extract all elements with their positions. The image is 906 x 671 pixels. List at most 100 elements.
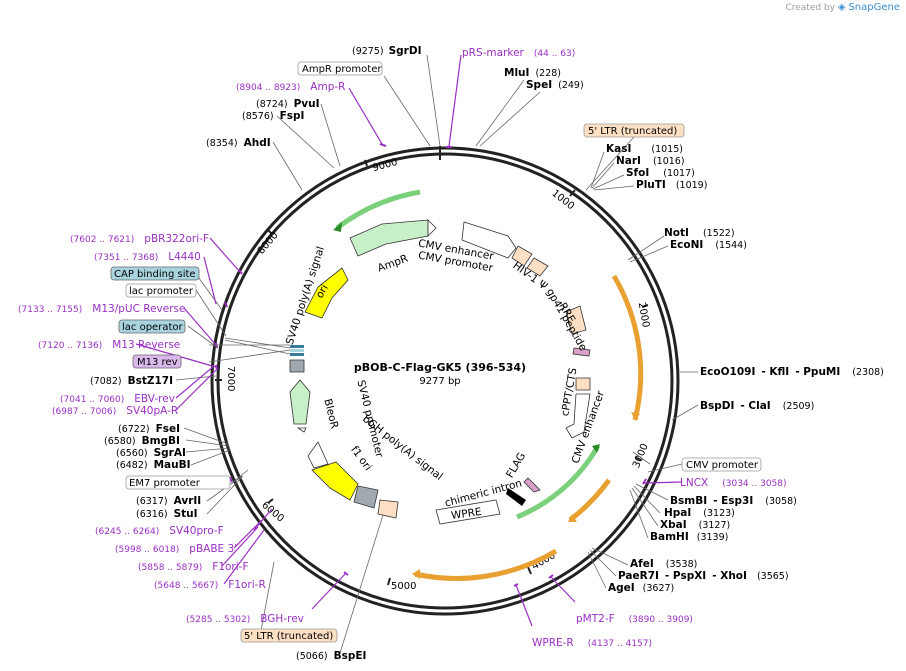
- cmv-enhancer2-feature: [565, 393, 591, 439]
- wpre-feature: [435, 499, 501, 525]
- tick-2000: 2000: [636, 301, 651, 328]
- svg-text:CAP binding site: CAP binding site: [114, 269, 196, 280]
- primer-sv40pa-r: (6987 .. 7006)SV40pA-R: [52, 405, 178, 417]
- tick-7000: 7000: [225, 366, 236, 391]
- gp41-feature: [572, 347, 591, 357]
- primer-m13-puc-reverse: (7133 .. 7155)M13/pUC Reverse: [18, 303, 185, 315]
- enzyme-bstz17i: (7082)BstZ17I: [90, 375, 173, 387]
- primer-ebv-rev: (7041 .. 7060)EBV-rev: [60, 393, 175, 405]
- label-flag: FLAG: [504, 451, 528, 481]
- enzyme-ecoo109i: EcoO109I- KflI- PpuMI(2308): [700, 366, 884, 378]
- enzyme-stui: (6316)StuI: [136, 508, 198, 520]
- enzyme-sgrai: (6560)SgrAI: [116, 447, 186, 459]
- backbone-outer-ring: [210, 146, 680, 616]
- cmv-enhancer-arc-head: [592, 444, 600, 453]
- ltr-inner-feature: [377, 499, 399, 519]
- enzyme-sfoi: SfoI(1017): [626, 167, 695, 179]
- enzyme-ahdi: (8354)AhdI: [206, 137, 271, 149]
- cmv-enhancer-feature: [461, 221, 517, 259]
- enzyme-fsei: (6722)FseI: [118, 423, 180, 435]
- em7-inner-feature: [296, 427, 307, 433]
- enzyme-pluti: PluTI(1019): [636, 179, 707, 191]
- label-ori: ori: [314, 283, 331, 301]
- enzyme-hpai: HpaI(3123): [664, 507, 735, 519]
- enzyme-mlui: MluI(228): [504, 67, 561, 79]
- enzyme-agei: AgeI(3627): [608, 582, 674, 594]
- svg-text:5' LTR (truncated): 5' LTR (truncated): [588, 126, 677, 137]
- ltr-arc-bottom: [414, 548, 558, 581]
- tick-8000: 8000: [256, 230, 281, 257]
- primer-leaders: [135, 54, 683, 627]
- enzyme-fspi: (8576)FspI: [242, 110, 304, 122]
- ampr-feature: [349, 219, 429, 257]
- ori-feature: [304, 267, 349, 319]
- tick-6000: 6000: [259, 500, 286, 525]
- hiv-psi-feature: [511, 245, 533, 267]
- ampr-promoter-feature: [427, 219, 437, 237]
- enzyme-afei: AfeI(3538): [630, 558, 697, 570]
- enzyme-xbai: XbaI(3127): [660, 519, 730, 531]
- f1-ori-feature: [311, 461, 359, 501]
- primer-bgh-rev: (5285 .. 5302)BGH-rev: [186, 613, 304, 625]
- box-ltr-top: 5' LTR (truncated): [583, 123, 685, 138]
- enzyme-bmgbi: (6580)BmgBI: [104, 435, 180, 447]
- enzyme-bspei: (5066)BspEI: [296, 650, 366, 662]
- sv40-promoter-feature: [307, 441, 329, 469]
- svg-text:lac operator: lac operator: [122, 322, 183, 333]
- plasmid-name: pBOB-C-Flag-GK5 (396-534): [354, 361, 526, 374]
- enzyme-spei: SpeI(249): [526, 79, 584, 91]
- leader-lines: [175, 54, 699, 654]
- primer-amp-r: (8904 .. 8923)Amp-R: [236, 81, 345, 93]
- f1-inner-gray: [353, 485, 379, 509]
- primer-wpre-r: WPRE-R(4137 .. 4157): [532, 637, 652, 649]
- enzyme-bsmbi: BsmBI- Esp3I(3058): [670, 495, 797, 507]
- snapgene-logo-icon: ◈: [837, 2, 846, 13]
- snapgene-credit: Created by ◈ SnapGene: [785, 2, 900, 13]
- hiv-psi-feature-2: [526, 257, 549, 277]
- enzyme-nari: NarI(1016): [616, 155, 685, 167]
- svg-text:lac promoter: lac promoter: [129, 286, 194, 297]
- plasmid-size: 9277 bp: [419, 376, 460, 387]
- enzyme-bamhi: BamHI(3139): [650, 531, 728, 543]
- box-cmv-promoter: CMV promoter: [681, 457, 762, 472]
- enzyme-sgrdi: (9275)SgrDI: [352, 45, 421, 57]
- ltr-arc-bottom-head: [412, 569, 420, 579]
- enzyme-maubi: (6482)MauBI: [116, 459, 191, 471]
- enzyme-noti: NotI(1522): [664, 227, 735, 239]
- primer-l4440: (7351 .. 7368)L4440: [94, 251, 201, 263]
- svg-text:M13 rev: M13 rev: [137, 357, 178, 368]
- flag-feature: [523, 477, 541, 493]
- box-ampr-promoter: AmpR promoter: [297, 61, 383, 76]
- svg-text:5' LTR (truncated): 5' LTR (truncated): [244, 631, 333, 642]
- wpre-arc-head: [568, 514, 577, 522]
- enzyme-avrii: (6317)AvrII: [136, 495, 201, 507]
- wpre-arc: [568, 478, 612, 522]
- primer-f1ori-f: (5858 .. 5879)F1ori-F: [138, 561, 249, 573]
- enzyme-bspdi: BspDI- ClaI(2509): [700, 400, 814, 412]
- box-lac-operator: lac operator: [118, 319, 186, 334]
- enzyme-paer7i: PaeR7I- PspXI- XhoI(3565): [618, 570, 789, 582]
- ampr-arc-head: [333, 222, 342, 232]
- enzyme-kasi: KasI(1015): [606, 143, 683, 155]
- svg-text:AmpR promoter: AmpR promoter: [302, 64, 382, 75]
- box-em7-promoter: EM7 promoter: [125, 475, 231, 490]
- label-ampr: AmpR: [376, 253, 410, 275]
- primer-lncx: LNCX(3034 .. 3058): [680, 477, 787, 489]
- ltr-arc-right: [611, 274, 644, 421]
- cmv-enhancer-arc: [516, 444, 601, 520]
- tick-5000: 5000: [391, 581, 416, 592]
- enzyme-pvui: (8724)PvuI: [256, 98, 320, 110]
- ampr-arc: [335, 189, 421, 230]
- tick-3000: 3000: [631, 442, 651, 470]
- ltr-arc-right-head: [631, 412, 640, 420]
- label-f1ori: f1 ori: [348, 444, 374, 473]
- box-m13-rev: M13 rev: [132, 354, 182, 369]
- lac-cap-inner-marks: [290, 345, 304, 356]
- box-cap-binding-site: CAP binding site: [110, 266, 200, 281]
- label-bleor: BleoR: [321, 398, 340, 430]
- chimeric-intron-feature: [506, 488, 526, 506]
- tick-marks: [215, 146, 649, 586]
- primer-pmt2-f: pMT2-F(3890 .. 3909): [576, 613, 693, 625]
- sv40-polya-inner-gray: [289, 359, 305, 373]
